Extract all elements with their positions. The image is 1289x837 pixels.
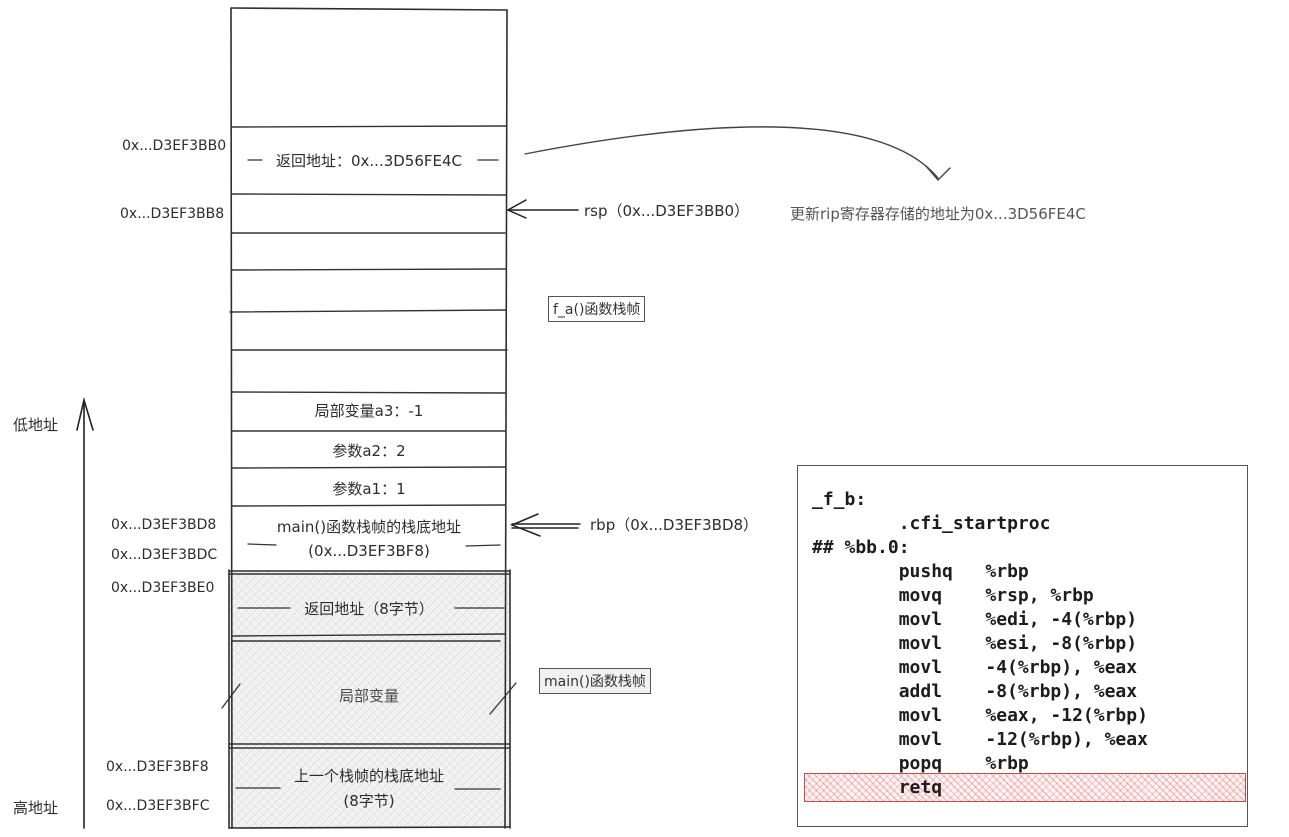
code-line: movl -12(%rbp), %eax — [812, 729, 1148, 750]
address-label-bb8: 0x...D3EF3BB8 — [120, 206, 225, 222]
cell-main-locals: 局部变量 — [338, 687, 399, 705]
assembly-code-panel: _f_b: .cfi_startproc ## %bb.0: pushq %rb… — [797, 465, 1248, 827]
address-label-bd8: 0x...D3EF3BD8 — [111, 517, 217, 533]
code-line: movl %eax, -12(%rbp) — [812, 705, 1148, 726]
cell-param-a2: 参数a2：2 — [332, 442, 406, 460]
rip-update-note: 更新rip寄存器存储的地址为0x...3D56FE4C — [790, 205, 1086, 223]
code-line: movq %rsp, %rbp — [812, 585, 1094, 606]
cell-main-base-address-value: (0x...D3EF3BF8) — [308, 542, 430, 560]
retq-highlight — [804, 773, 1246, 802]
address-label-bb0: 0x...D3EF3BB0 — [122, 138, 227, 154]
cell-return-address: 返回地址：0x...3D56FE4C — [275, 152, 463, 170]
code-line: .cfi_startproc — [812, 513, 1051, 534]
high-address-label: 高地址 — [13, 799, 59, 817]
code-line: ## %bb.0: — [812, 537, 910, 558]
code-line: addl -8(%rbp), %eax — [812, 681, 1138, 702]
rsp-pointer-label: rsp（0x...D3EF3BB0） — [584, 202, 750, 220]
low-address-label: 低地址 — [13, 416, 59, 434]
code-line: popq %rbp — [812, 753, 1029, 774]
cell-main-base-address: main()函数栈帧的栈底地址 — [276, 518, 462, 536]
cell-local-a3: 局部变量a3：-1 — [314, 402, 424, 420]
main-frame-label: main()函数栈帧 — [539, 668, 651, 694]
cell-main-return-address: 返回地址（8字节） — [304, 600, 434, 618]
code-line: movl -4(%rbp), %eax — [812, 657, 1138, 678]
address-label-bdc: 0x...D3EF3BDC — [111, 547, 218, 563]
cell-prev-base-size: (8字节) — [343, 792, 395, 810]
code-line: pushq %rbp — [812, 561, 1029, 582]
code-line: movl %esi, -8(%rbp) — [812, 633, 1138, 654]
cell-prev-base-address: 上一个栈帧的栈底地址 — [293, 767, 444, 785]
f-a-frame-label: f_a()函数栈帧 — [548, 296, 646, 322]
address-label-bfc: 0x...D3EF3BFC — [106, 798, 210, 814]
address-label-be0: 0x...D3EF3BE0 — [111, 580, 215, 596]
cell-param-a1: 参数a1：1 — [332, 480, 406, 498]
code-line: movl %edi, -4(%rbp) — [812, 609, 1138, 630]
rbp-pointer-label: rbp（0x...D3EF3BD8） — [590, 516, 759, 534]
code-line: _f_b: — [812, 489, 867, 510]
code-line-retq: retq — [812, 777, 943, 798]
address-label-bf8: 0x...D3EF3BF8 — [106, 759, 209, 775]
